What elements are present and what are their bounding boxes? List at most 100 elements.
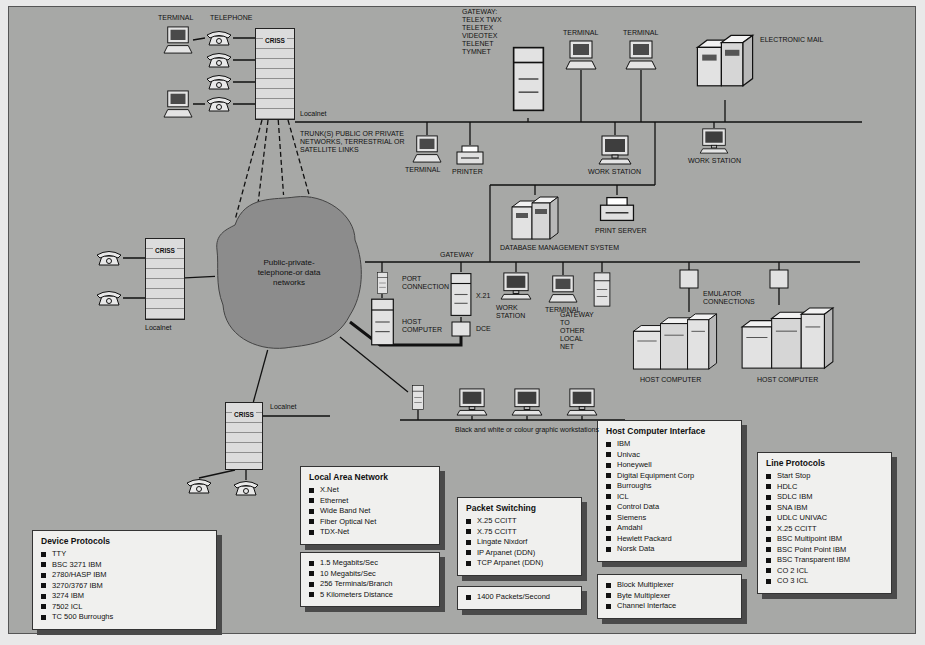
device-label: Localnet (145, 324, 185, 332)
network-link (278, 120, 283, 195)
device-label: TERMINAL (158, 14, 198, 22)
port-box (378, 273, 388, 294)
list-item: Univac (606, 450, 735, 461)
list-item: IP Arpanet (DDN) (466, 548, 575, 559)
terminal-icon (164, 91, 192, 117)
link-line (185, 276, 215, 278)
workstation-icon (501, 273, 531, 299)
switch-cabinet: CRISS (255, 28, 295, 120)
gateway-cabinet (451, 274, 471, 316)
list-item: 2780/HASP IBM (41, 570, 210, 581)
device-label: GATEWAY (440, 251, 480, 259)
list-item: X.75 CCITT (466, 527, 575, 538)
list-item: ICL (606, 492, 735, 503)
list-item: TCP Arpanet (DDN) (466, 558, 575, 569)
workstation-icon (457, 389, 487, 415)
telephone-icon (207, 76, 231, 90)
list-item: Byte Multiplexer (606, 591, 735, 602)
terminal-icon (566, 41, 596, 69)
device-label: TRUNK(S) PUBLIC OR PRIVATE NETWORKS, TER… (300, 130, 408, 154)
list-item: BSC Transparent IBM (766, 555, 885, 566)
telephone-icon (207, 32, 231, 46)
workstation-icon (700, 129, 728, 153)
workstation-icon (512, 389, 542, 415)
emulator-box (680, 270, 698, 288)
node-label: Public-private-telephone-or data network… (250, 258, 328, 288)
list-item: Lingate Nixdorf (466, 537, 575, 548)
network-cloud: Public-private-telephone-or data network… (215, 195, 363, 350)
list-item: CO 3 ICL (766, 576, 885, 587)
device-label: HOST COMPUTER (402, 318, 446, 334)
device-label: X.21 (476, 292, 498, 300)
list-item: UDLC UNIVAC (766, 513, 885, 524)
telephone-icon (207, 98, 231, 112)
device-label: PRINTER (452, 168, 492, 176)
list-item: IBM (606, 439, 735, 450)
list-item: SDLC IBM (766, 492, 885, 503)
device-label: HOST COMPUTER (640, 376, 710, 384)
terminal-icon (626, 41, 656, 69)
box-heading: Device Protocols (41, 536, 210, 547)
list-item: Honeywell (606, 460, 735, 471)
mail-cabinet (697, 35, 752, 85)
list-item: BSC Multipoint IBM (766, 534, 885, 545)
list-item: 3270/3767 IBM (41, 581, 210, 592)
list-item: Fiber Optical Net (309, 517, 433, 528)
terminal-icon (164, 27, 192, 53)
box-heading: Packet Switching (466, 503, 575, 514)
host-computer-icon (742, 308, 833, 368)
list-item: 3274 IBM (41, 591, 210, 602)
emulator-box (770, 270, 788, 288)
print-server-icon (601, 198, 634, 221)
spec-box: 1400 Packets/Second (457, 586, 582, 610)
spec-box: Device ProtocolsTTYBSC 3271 IBM2780/HASP… (32, 530, 217, 630)
list-item: 7502 ICL (41, 602, 210, 613)
x21-line (350, 322, 461, 345)
list-item: Hewlett Packard (606, 534, 735, 545)
spec-box: Local Area NetworkX.NetEthernetWide Band… (300, 466, 440, 545)
list-item: Norsk Data (606, 544, 735, 555)
switch-cabinet: CRISS (145, 238, 185, 320)
device-label: TERMINAL (563, 29, 603, 37)
list-item: SNA IBM (766, 503, 885, 514)
gateway-cabinet (514, 48, 544, 111)
list-item: Control Data (606, 502, 735, 513)
list-item: X.25 CCITT (466, 516, 575, 527)
list-item: TDX-Net (309, 527, 433, 538)
device-label: Localnet (300, 110, 340, 118)
box-heading: Local Area Network (309, 472, 433, 483)
node-label: CRISS (232, 411, 256, 418)
list-item: 10 Megabits/Sec (309, 569, 433, 580)
host-cabinet (372, 299, 394, 345)
telephone-icon (234, 482, 258, 496)
telephone-icon (97, 252, 121, 266)
terminal-icon (549, 276, 577, 302)
switch-cabinet: CRISS (225, 402, 263, 470)
device-label: EMULATOR CONNECTIONS (703, 290, 767, 306)
device-label: DATABASE MANAGEMENT SYSTEM (500, 244, 630, 252)
spec-box: Packet SwitchingX.25 CCITTX.75 CCITTLing… (457, 497, 582, 576)
list-item: BSC 3271 IBM (41, 560, 210, 571)
list-item: Siemens (606, 513, 735, 524)
list-item: Block Multiplexer (606, 580, 735, 591)
device-label: ELECTRONIC MAIL (760, 36, 830, 44)
workstation-icon (567, 389, 597, 415)
box-heading: Line Protocols (766, 458, 885, 469)
device-label: Localnet (270, 403, 310, 411)
list-item: 1.5 Megabits/Sec (309, 558, 433, 569)
device-label: GATEWAY: TELEX TWX TELETEX VIDEOTEX TELE… (462, 8, 508, 56)
list-item: Burroughs (606, 481, 735, 492)
list-item: Start Stop (766, 471, 885, 482)
list-item: BSC Point Point IBM (766, 545, 885, 556)
node-label: CRISS (153, 247, 177, 254)
terminal-icon (413, 136, 441, 162)
spec-box: Line ProtocolsStart StopHDLCSDLC IBMSNA … (757, 452, 892, 594)
node-label: CRISS (263, 37, 287, 44)
box-heading: Host Computer Interface (606, 426, 735, 437)
list-item: Channel Interface (606, 601, 735, 612)
spec-box: Block MultiplexerByte MultiplexerChannel… (597, 574, 742, 619)
telephone-icon (207, 54, 231, 68)
list-item: TTY (41, 549, 210, 560)
list-item: Digital Equipment Corp (606, 471, 735, 482)
